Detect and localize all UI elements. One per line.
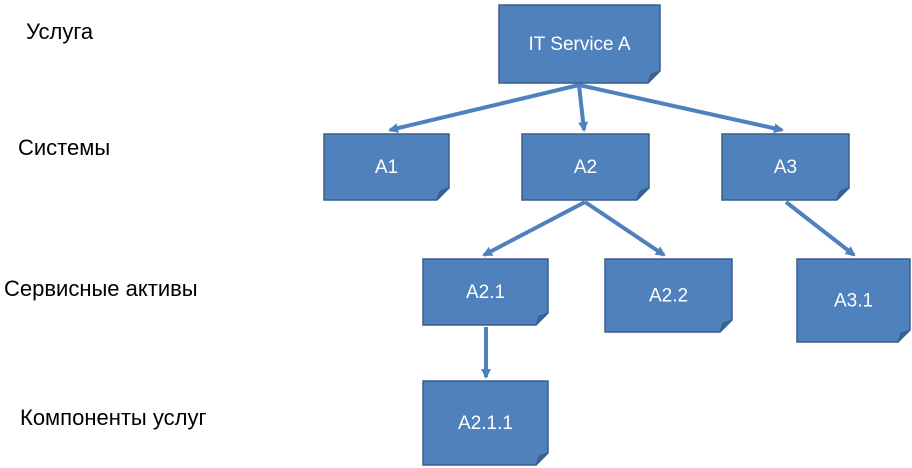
node-label: A2.2 <box>649 286 688 307</box>
level-label-service-assets: Сервисные активы <box>4 276 198 301</box>
node-a3: A3 <box>721 133 850 201</box>
node-label: A2.1.1 <box>458 413 513 434</box>
node-a1: A1 <box>323 133 450 201</box>
level-label-systems: Системы <box>18 135 111 160</box>
node-folded-corner <box>535 312 549 326</box>
node-label: A3.1 <box>834 291 873 312</box>
node-label: IT Service A <box>528 34 630 55</box>
node-folded-corner <box>535 452 549 466</box>
arrow-a2-to-a2-2 <box>583 200 666 257</box>
node-folded-corner <box>647 70 661 84</box>
arrow-it-service-a-to-a3 <box>578 83 784 134</box>
node-folded-corner <box>897 329 911 343</box>
node-label: A2.1 <box>466 282 505 303</box>
edges-layer <box>388 83 856 379</box>
arrow-a2-to-a2-1 <box>482 200 586 257</box>
node-a3-1: A3.1 <box>796 258 911 343</box>
node-folded-corner <box>836 187 850 201</box>
arrow-it-service-a-to-a2 <box>577 84 589 132</box>
node-label: A1 <box>375 157 398 178</box>
node-a2-1-1: A2.1.1 <box>422 380 549 466</box>
node-a2: A2 <box>521 133 650 201</box>
arrow-a3-to-a3-1 <box>784 200 856 257</box>
node-folded-corner <box>636 187 650 201</box>
arrow-it-service-a-to-a1 <box>388 83 580 134</box>
node-label: A3 <box>774 157 797 178</box>
level-label-service: Услуга <box>26 19 94 44</box>
node-a2-2: A2.2 <box>604 258 733 333</box>
node-a2-1: A2.1 <box>422 258 549 326</box>
node-label: A2 <box>574 157 597 178</box>
node-it-service-a: IT Service A <box>498 4 661 84</box>
node-folded-corner <box>719 319 733 333</box>
node-folded-corner <box>436 187 450 201</box>
level-label-service-components: Компоненты услуг <box>20 405 207 430</box>
